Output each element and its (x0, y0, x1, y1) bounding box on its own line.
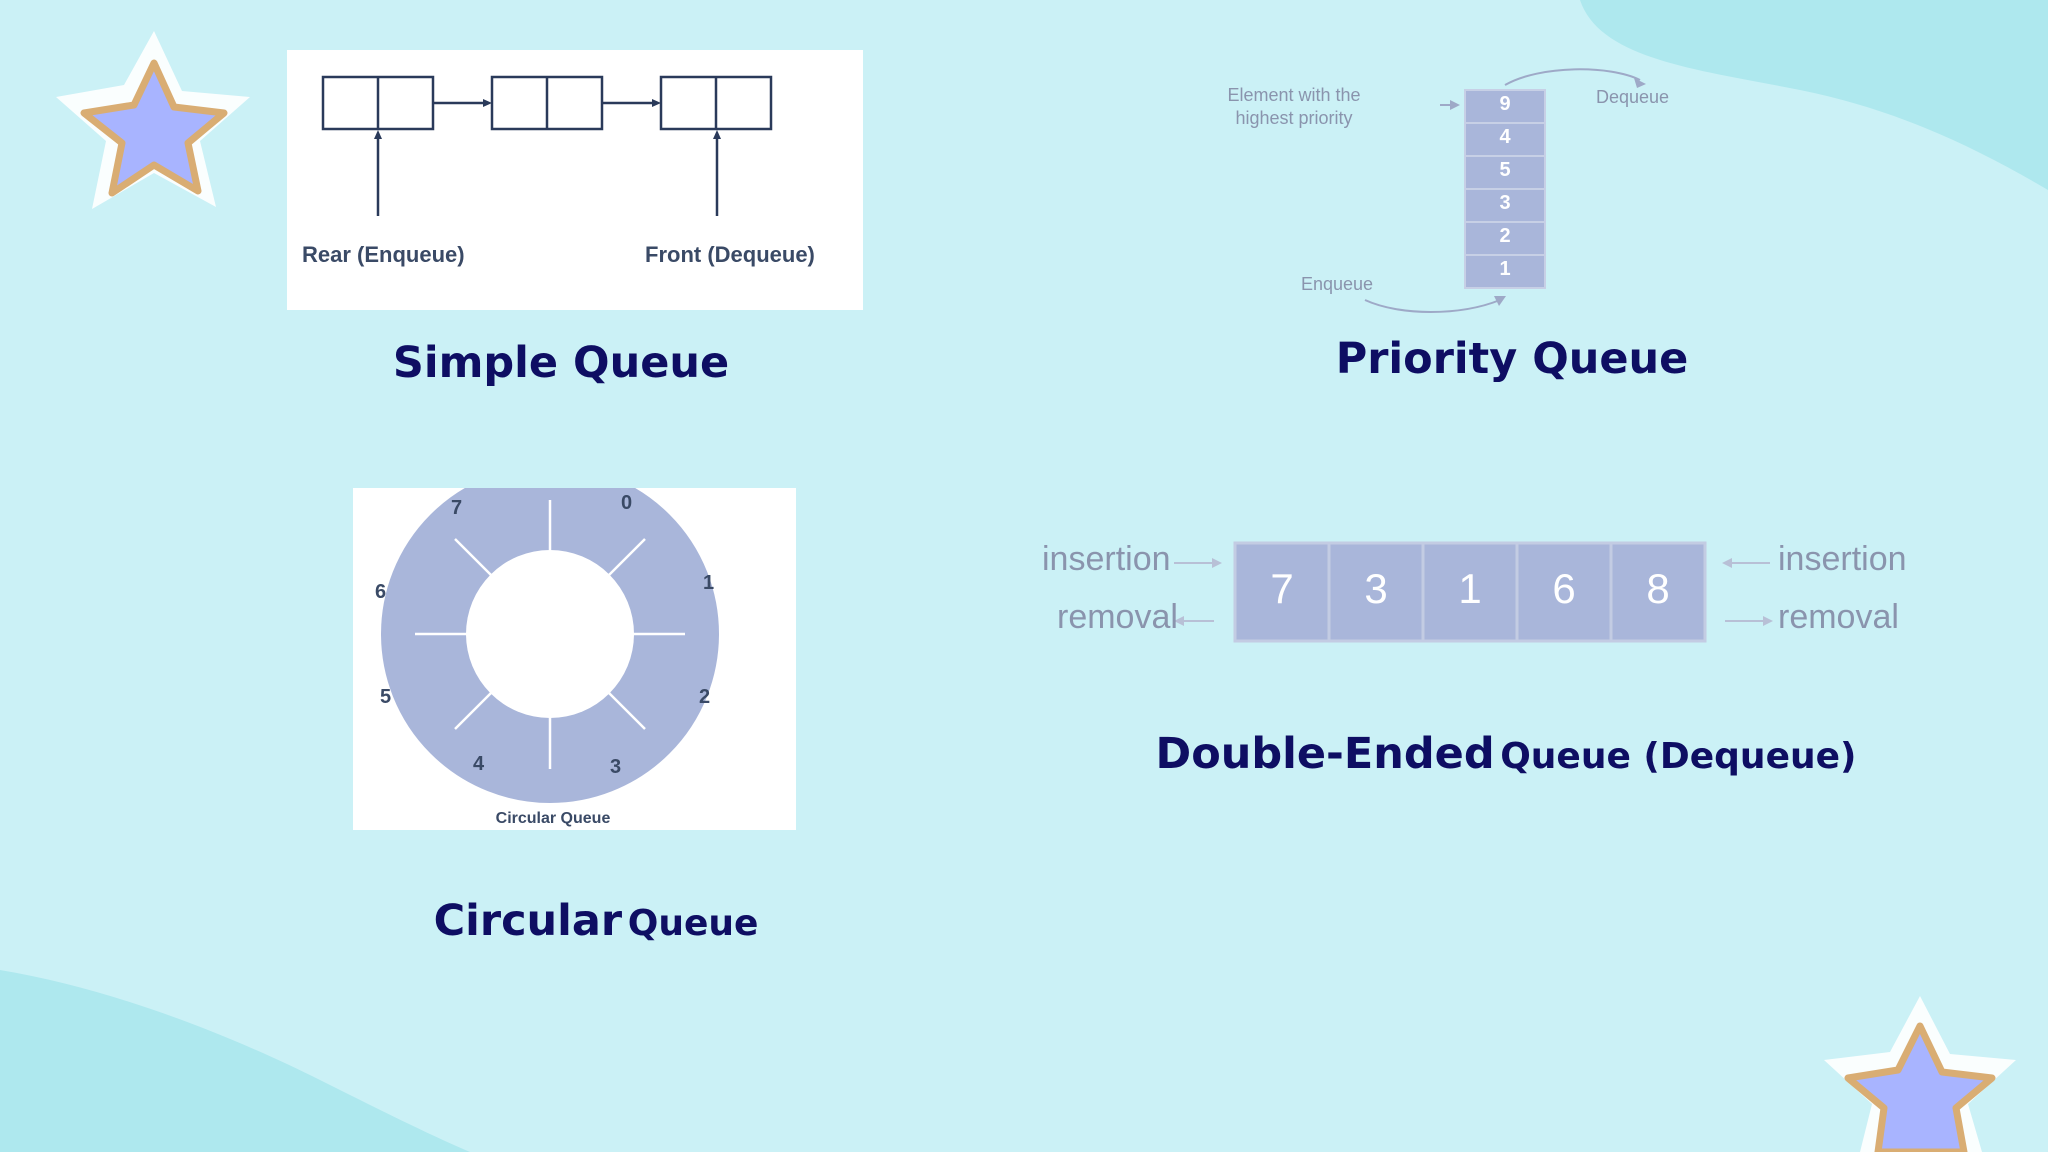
deque-cell: 8 (1646, 565, 1670, 612)
rear-enqueue-label: Rear (Enqueue) (302, 242, 465, 267)
star-icon (1824, 996, 2016, 1152)
deque-cell: 1 (1458, 565, 1482, 612)
deque-cell: 7 (1270, 565, 1294, 612)
highest-priority-label: Element with the highest priority (1227, 85, 1361, 128)
simple-queue-svg (321, 75, 773, 216)
deque-cell: 6 (1552, 565, 1576, 612)
deque-svg (1174, 541, 1773, 643)
circular-position-label: 1 (703, 572, 715, 594)
priority-queue-diagram: 9 4 5 3 2 1 Element with the highest pri… (1140, 60, 1780, 320)
circular-queue-title: Circular Queue (433, 896, 759, 946)
right-removal-label: removal (1778, 598, 1899, 636)
star-icon (56, 31, 250, 209)
priority-stack-item: 2 (1499, 225, 1511, 247)
priority-queue-title: Priority Queue (1335, 334, 1689, 384)
simple-queue-title: Simple Queue (392, 338, 730, 388)
circular-queue-inner-caption: Circular Queue (495, 810, 611, 827)
circular-position-label: 0 (621, 492, 633, 514)
deque-diagram: 7 3 1 6 8 insertion removal insertion re… (1030, 530, 1920, 670)
priority-stack-item: 3 (1499, 192, 1511, 214)
circular-position-label: 6 (375, 581, 387, 603)
dequeue-label: Dequeue (1596, 87, 1670, 107)
priority-queue-svg (1364, 68, 1646, 313)
enqueue-label: Enqueue (1301, 274, 1374, 294)
circular-position-label: 7 (451, 497, 463, 519)
priority-stack-item: 1 (1499, 258, 1511, 280)
left-insertion-label: insertion (1042, 540, 1171, 578)
priority-stack-item: 5 (1499, 159, 1511, 181)
simple-queue-diagram: Rear (Enqueue) Front (Dequeue) (287, 50, 863, 310)
circular-position-label: 5 (380, 686, 392, 708)
circular-position-label: 4 (473, 753, 485, 775)
priority-stack-item: 4 (1499, 126, 1511, 148)
priority-stack-item: 9 (1499, 93, 1511, 115)
right-insertion-label: insertion (1778, 540, 1907, 578)
circular-queue-svg (381, 465, 719, 803)
circular-position-label: 2 (699, 686, 711, 708)
circular-position-label: 3 (610, 756, 622, 778)
front-dequeue-label: Front (Dequeue) (645, 242, 815, 267)
deque-cell: 3 (1364, 565, 1388, 612)
circular-queue-diagram: 0 1 2 3 4 5 6 7 Circular Queue (353, 465, 796, 830)
left-removal-label: removal (1057, 598, 1178, 636)
deque-title: Double-Ended Queue (Dequeue) (1155, 729, 1857, 779)
